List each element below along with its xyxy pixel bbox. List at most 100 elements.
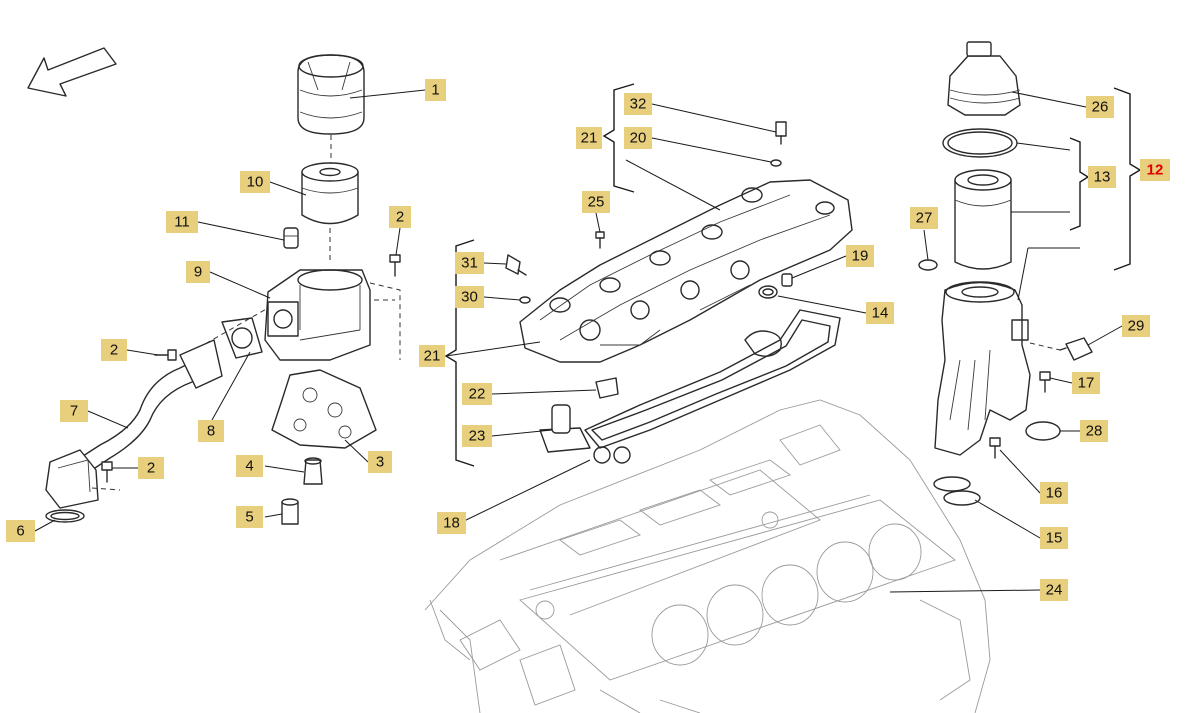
callout-21-bottom: 21	[419, 345, 445, 367]
direction-arrow-icon	[27, 47, 117, 97]
plug-11	[283, 227, 299, 249]
callout-20: 20	[624, 127, 652, 149]
svg-text:8: 8	[207, 423, 215, 440]
svg-text:2: 2	[396, 209, 404, 226]
callout-2-left: 2	[101, 339, 127, 361]
callout-1: 1	[425, 79, 446, 101]
oil-filter-cap	[297, 54, 365, 135]
svg-text:28: 28	[1086, 423, 1103, 440]
callout-9: 9	[186, 261, 210, 283]
filter-housing-right	[934, 281, 1031, 456]
filter-housing	[264, 269, 371, 361]
gasket-plate-3	[271, 369, 377, 449]
svg-text:10: 10	[247, 174, 264, 191]
svg-text:5: 5	[245, 509, 253, 526]
callout-12: 12	[1140, 159, 1170, 181]
gasket-8	[221, 317, 263, 359]
oil-pipe	[45, 339, 223, 509]
svg-text:12: 12	[1147, 162, 1164, 179]
callout-5: 5	[236, 506, 263, 528]
callout-21-top: 21	[576, 127, 602, 149]
o-rings-15	[933, 476, 981, 506]
sensor-29	[1059, 337, 1093, 361]
plug-5	[281, 498, 299, 525]
svg-text:6: 6	[16, 523, 24, 540]
svg-text:16: 16	[1046, 485, 1063, 502]
leader-lines	[34, 89, 1123, 593]
svg-text:14: 14	[872, 305, 889, 322]
callout-6: 6	[6, 520, 35, 542]
bracket-13	[1069, 137, 1090, 231]
filter-cap-26	[947, 41, 1021, 116]
callout-2-top: 2	[389, 206, 411, 228]
valve-cover	[519, 179, 853, 363]
svg-text:32: 32	[630, 96, 647, 113]
svg-text:15: 15	[1046, 530, 1063, 547]
callout-17: 17	[1072, 372, 1100, 394]
callout-30: 30	[455, 286, 484, 308]
bolt-2-top	[389, 254, 401, 277]
svg-text:2: 2	[110, 342, 118, 359]
svg-text:19: 19	[852, 248, 869, 265]
callout-24: 24	[1040, 579, 1068, 601]
sensor-32	[775, 121, 787, 145]
callout-22: 22	[462, 383, 492, 405]
sleeve-19	[781, 273, 793, 287]
svg-text:13: 13	[1094, 169, 1111, 186]
engine-block	[424, 399, 991, 713]
callout-32: 32	[624, 93, 652, 115]
svg-text:22: 22	[469, 386, 486, 403]
svg-text:24: 24	[1046, 582, 1063, 599]
callout-28: 28	[1080, 420, 1108, 442]
bolt-2-lower	[101, 461, 113, 483]
svg-text:3: 3	[376, 454, 384, 471]
svg-text:17: 17	[1078, 375, 1095, 392]
svg-text:27: 27	[916, 210, 933, 227]
svg-text:1: 1	[431, 82, 439, 99]
svg-text:21: 21	[581, 130, 598, 147]
bracket-21-top	[602, 83, 635, 193]
svg-text:29: 29	[1128, 318, 1145, 335]
filter-element-13	[954, 169, 1012, 270]
cap-22	[595, 377, 619, 399]
o-ring-27	[918, 259, 938, 271]
o-ring-28	[1025, 421, 1061, 441]
callout-10: 10	[240, 171, 270, 193]
o-ring-6	[45, 509, 85, 523]
callout-19: 19	[846, 245, 874, 267]
callout-18: 18	[437, 512, 466, 534]
svg-text:20: 20	[630, 130, 647, 147]
svg-text:7: 7	[70, 403, 78, 420]
svg-text:18: 18	[443, 515, 460, 532]
callout-8: 8	[198, 420, 224, 442]
svg-text:30: 30	[461, 289, 478, 306]
bolt-2-left	[154, 349, 177, 361]
callout-3: 3	[368, 451, 392, 473]
callout-27: 27	[910, 207, 938, 229]
callout-2-lower: 2	[138, 457, 164, 479]
gasket-18	[584, 309, 841, 464]
svg-text:21: 21	[424, 348, 441, 365]
callout-labels: 1 2 2 2 3 4 5 6 7 8 9 10 11 12 13 14 15 …	[6, 79, 1170, 601]
svg-text:25: 25	[588, 194, 605, 211]
seal-14	[758, 285, 778, 299]
bracket-12	[1113, 87, 1142, 271]
svg-text:26: 26	[1092, 99, 1109, 116]
plug-4	[303, 457, 323, 485]
callout-26: 26	[1086, 96, 1114, 118]
o-ring-13	[942, 128, 1018, 158]
o-ring-30	[519, 296, 531, 304]
callout-29: 29	[1122, 315, 1150, 337]
bolt-16	[989, 437, 1001, 459]
callout-13: 13	[1088, 166, 1116, 188]
callout-14: 14	[866, 302, 894, 324]
svg-text:4: 4	[245, 458, 253, 475]
filter-element	[301, 162, 359, 225]
callout-25: 25	[582, 191, 610, 213]
svg-text:31: 31	[461, 255, 478, 272]
callout-31: 31	[455, 252, 484, 274]
svg-text:11: 11	[174, 214, 190, 231]
callout-7: 7	[60, 400, 88, 422]
bolt-25	[595, 231, 605, 249]
